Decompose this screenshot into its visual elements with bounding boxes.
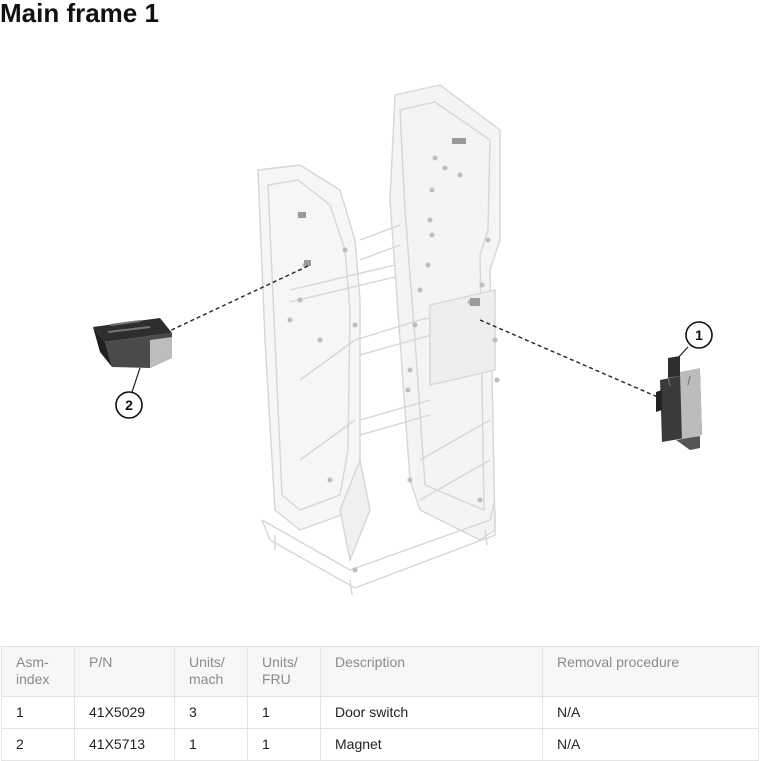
cell-removal: N/A xyxy=(542,696,759,729)
parts-table: Asm- index P/N Units/ mach Units/ FRU De… xyxy=(1,646,759,761)
leader-line-2 xyxy=(164,265,309,334)
cell-pn: 41X5713 xyxy=(74,728,175,761)
header-units-fru: Units/ FRU xyxy=(247,646,321,697)
cell-asm-index: 2 xyxy=(1,728,75,761)
cell-description: Magnet xyxy=(320,728,543,761)
header-pn-label: P/N xyxy=(89,654,113,670)
cell-pn: 41X5029 xyxy=(74,696,175,729)
main-frame-illustration xyxy=(257,84,501,596)
leader-line-1 xyxy=(479,319,661,399)
cell-removal: N/A xyxy=(542,728,759,761)
cell-units-fru: 1 xyxy=(247,696,321,729)
cell-asm-index: 1 xyxy=(1,696,75,729)
header-removal-procedure: Removal procedure xyxy=(542,646,759,697)
door-switch-part-illustration xyxy=(656,346,702,450)
callout-number-2: 2 xyxy=(125,397,133,413)
header-description: Description xyxy=(320,646,543,697)
cell-units-fru: 1 xyxy=(247,728,321,761)
header-description-label: Description xyxy=(335,654,406,670)
table-row: 1 41X5029 3 1 Door switch N/A xyxy=(1,696,759,729)
header-pn: P/N xyxy=(74,646,175,697)
exploded-parts-diagram: 1 2 xyxy=(0,40,760,640)
table-row: 2 41X5713 1 1 Magnet N/A xyxy=(1,728,759,761)
header-units-mach-label: Units/ mach xyxy=(189,654,225,687)
cell-description: Door switch xyxy=(320,696,543,729)
callout-1: 1 xyxy=(685,321,713,349)
callout-number-1: 1 xyxy=(695,327,703,343)
header-units-fru-label: Units/ FRU xyxy=(262,654,298,687)
parts-table-header-row: Asm- index P/N Units/ mach Units/ FRU De… xyxy=(1,646,759,697)
callout-2: 2 xyxy=(115,391,143,419)
header-removal-label: Removal procedure xyxy=(557,654,680,670)
header-asm-index-label: Asm- index xyxy=(16,654,50,687)
magnet-part-illustration xyxy=(93,318,172,393)
page-title: Main frame 1 xyxy=(0,0,159,28)
header-asm-index: Asm- index xyxy=(1,646,75,697)
cell-units-mach: 3 xyxy=(174,696,248,729)
cell-units-mach: 1 xyxy=(174,728,248,761)
header-units-mach: Units/ mach xyxy=(174,646,248,697)
